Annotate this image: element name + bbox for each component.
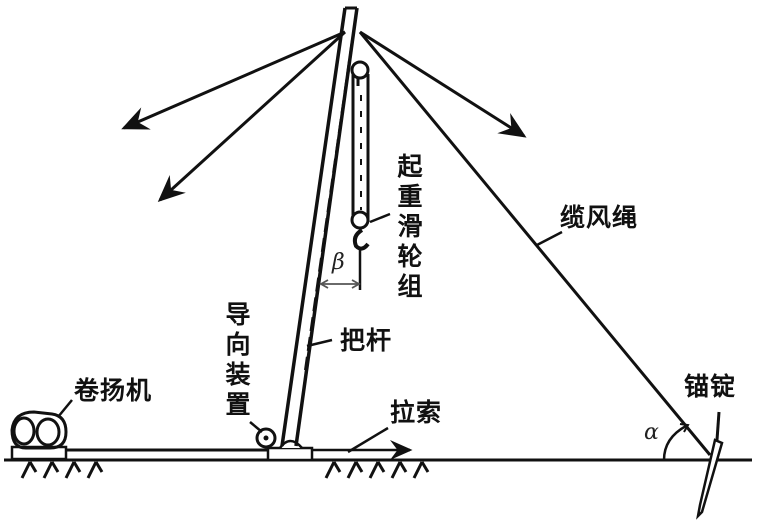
label-mast: 把杆 — [340, 326, 393, 355]
anchor-stake — [696, 411, 724, 520]
leader-lines — [57, 212, 391, 454]
label-hoist-pulley-block: 起重滑轮组 — [397, 152, 423, 301]
label-winch: 卷扬机 — [74, 376, 153, 405]
guy-rope-leader — [536, 230, 563, 247]
mast-base — [266, 439, 314, 462]
label-pull-cable: 拉索 — [390, 398, 443, 427]
mast — [280, 6, 359, 447]
ground-hatch-middle — [324, 461, 430, 479]
alpha-angle-arc — [662, 423, 690, 461]
label-guide-device: 导向装置 — [225, 300, 251, 419]
beta-angle-indicator — [319, 279, 361, 289]
angle-beta: β — [332, 250, 345, 275]
label-guy-rope: 缆风绳 — [560, 203, 639, 232]
angle-alpha: α — [644, 420, 659, 445]
guide-device-pulley — [255, 427, 277, 449]
ground-hatch-left — [20, 461, 104, 479]
guy-ropes — [121, 30, 712, 456]
hoist-pulley-block — [350, 60, 370, 290]
label-anchor: 锚锭 — [684, 372, 737, 401]
winch — [10, 410, 68, 450]
